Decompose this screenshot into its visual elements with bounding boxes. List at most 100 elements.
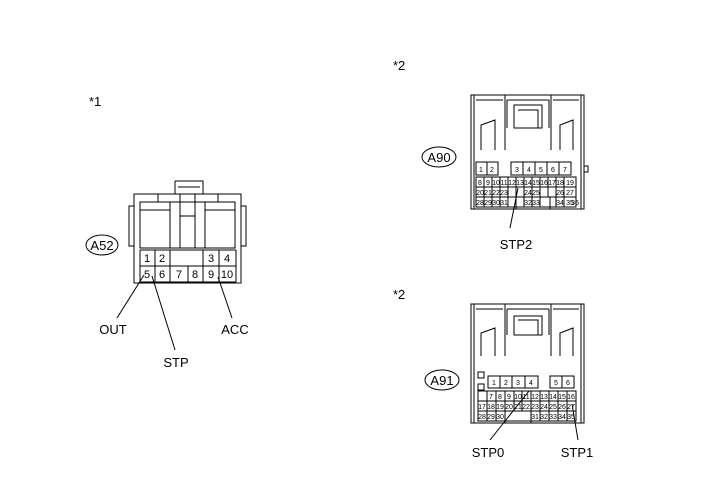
a90-pin: 10 xyxy=(492,180,500,187)
a91-pin: 27 xyxy=(567,404,575,411)
a52-pin: 1 xyxy=(144,253,150,265)
a90-pin: 23 xyxy=(500,190,508,197)
a90-pin: 35 xyxy=(566,200,574,207)
a90-pin: 31 xyxy=(500,200,508,207)
a91-pin: 4 xyxy=(529,380,533,387)
a91-pin: 30 xyxy=(496,414,504,421)
a90-pin: 2 xyxy=(490,167,494,174)
a90-pin: 34 xyxy=(556,200,564,207)
a90-pin: 26 xyxy=(556,190,564,197)
a90-pin: 12 xyxy=(508,180,516,187)
a91-pin: 21 xyxy=(514,404,522,411)
a52-pin: 8 xyxy=(192,269,198,281)
a91-pin: 23 xyxy=(531,404,539,411)
a91-pin: 8 xyxy=(498,394,502,401)
a91-pin: 29 xyxy=(487,414,495,421)
a90-pin: 9 xyxy=(486,180,490,187)
a90-pin: 29 xyxy=(484,200,492,207)
a90-pin: 32 xyxy=(524,200,532,207)
a52-pin: 10 xyxy=(221,269,233,281)
a91-pin: 15 xyxy=(558,394,566,401)
a52-pin: 6 xyxy=(159,269,165,281)
a90-pin: 3 xyxy=(515,167,519,174)
a91-pin: 31 xyxy=(531,414,539,421)
a91-pin: 1 xyxy=(492,380,496,387)
a91-pin: 14 xyxy=(549,394,557,401)
a52-connector-body xyxy=(128,180,247,284)
a52-callout-stp: STP xyxy=(163,355,188,370)
a91-id: A91 xyxy=(430,373,453,388)
a90-connector-body xyxy=(470,94,589,210)
a52-id-frame xyxy=(85,234,119,256)
a91-pin: 18 xyxy=(487,404,495,411)
a91-pin: 7 xyxy=(489,394,493,401)
a90-id: A90 xyxy=(427,150,450,165)
a90-pin: 20 xyxy=(476,190,484,197)
a90-pin: 11 xyxy=(500,180,507,187)
a90-pin: 15 xyxy=(532,180,540,187)
a90-pin: 14 xyxy=(524,180,532,187)
a91-pin: 22 xyxy=(522,404,530,411)
a91-pin: 34 xyxy=(558,414,566,421)
a91-connector-body xyxy=(470,303,585,424)
a90-pin: 36 xyxy=(571,200,579,207)
a91-pin: 32 xyxy=(540,414,548,421)
a90-pin: 19 xyxy=(566,180,574,187)
a52-acc-leader xyxy=(217,276,233,319)
a91-pin: 19 xyxy=(496,404,504,411)
a90-pin: 28 xyxy=(476,200,484,207)
a90-pin: 21 xyxy=(484,190,492,197)
a91-pin: 28 xyxy=(478,414,486,421)
a91-pin: 16 xyxy=(567,394,575,401)
a91-id-frame xyxy=(424,369,460,391)
a90-pin: 7 xyxy=(563,167,567,174)
a91-pin: 6 xyxy=(566,380,570,387)
a91-pin: 20 xyxy=(505,404,513,411)
a91-pin: 25 xyxy=(549,404,557,411)
a91-pin: 35 xyxy=(567,414,575,421)
a91-pin: 12 xyxy=(531,394,539,401)
a90-stp2-leader xyxy=(509,187,519,229)
a91-pin: 13 xyxy=(540,394,548,401)
a91-pin: 2 xyxy=(504,380,508,387)
a52-pin: 5 xyxy=(144,269,150,281)
a91-pin: 26 xyxy=(558,404,566,411)
a90-pin: 18 xyxy=(556,180,564,187)
a91-pin: 9 xyxy=(507,394,511,401)
a91-stp1-leader xyxy=(571,403,579,441)
a52-stp-leader xyxy=(151,275,176,351)
a91-pin: 33 xyxy=(549,414,557,421)
a52-out-leader xyxy=(116,274,145,319)
a91-stp0-leader xyxy=(489,390,530,441)
a90-pin: 13 xyxy=(516,180,524,187)
note-2-a90: *2 xyxy=(393,58,405,73)
a90-pin: 22 xyxy=(492,190,500,197)
a52-id: A52 xyxy=(90,238,113,253)
a90-pin: 25 xyxy=(532,190,540,197)
note-1: *1 xyxy=(89,94,101,109)
a52-callout-acc: ACC xyxy=(221,322,248,337)
a90-callout-stp2: STP2 xyxy=(500,237,533,252)
a90-pin: 8 xyxy=(478,180,482,187)
a52-pin: 2 xyxy=(159,253,165,265)
a52-pin: 3 xyxy=(208,253,214,265)
a90-pin: 33 xyxy=(532,200,540,207)
a90-pin: 1 xyxy=(479,167,483,174)
a91-pin: 24 xyxy=(540,404,548,411)
a52-pin: 7 xyxy=(176,269,182,281)
a90-pin: 30 xyxy=(492,200,500,207)
a90-pin: 6 xyxy=(551,167,555,174)
a90-pin: 17 xyxy=(548,180,556,187)
a90-pin: 27 xyxy=(566,190,574,197)
a91-pin: 3 xyxy=(516,380,520,387)
a52-callout-out: OUT xyxy=(99,322,127,337)
a90-pin: 24 xyxy=(524,190,532,197)
a52-pin: 4 xyxy=(224,253,230,265)
a91-pin: 5 xyxy=(554,380,558,387)
a90-pin: 4 xyxy=(527,167,531,174)
a91-pin: 10 xyxy=(514,394,522,401)
a90-pin: 5 xyxy=(539,167,543,174)
a90-id-frame xyxy=(421,146,457,168)
a91-pin: 17 xyxy=(478,404,486,411)
